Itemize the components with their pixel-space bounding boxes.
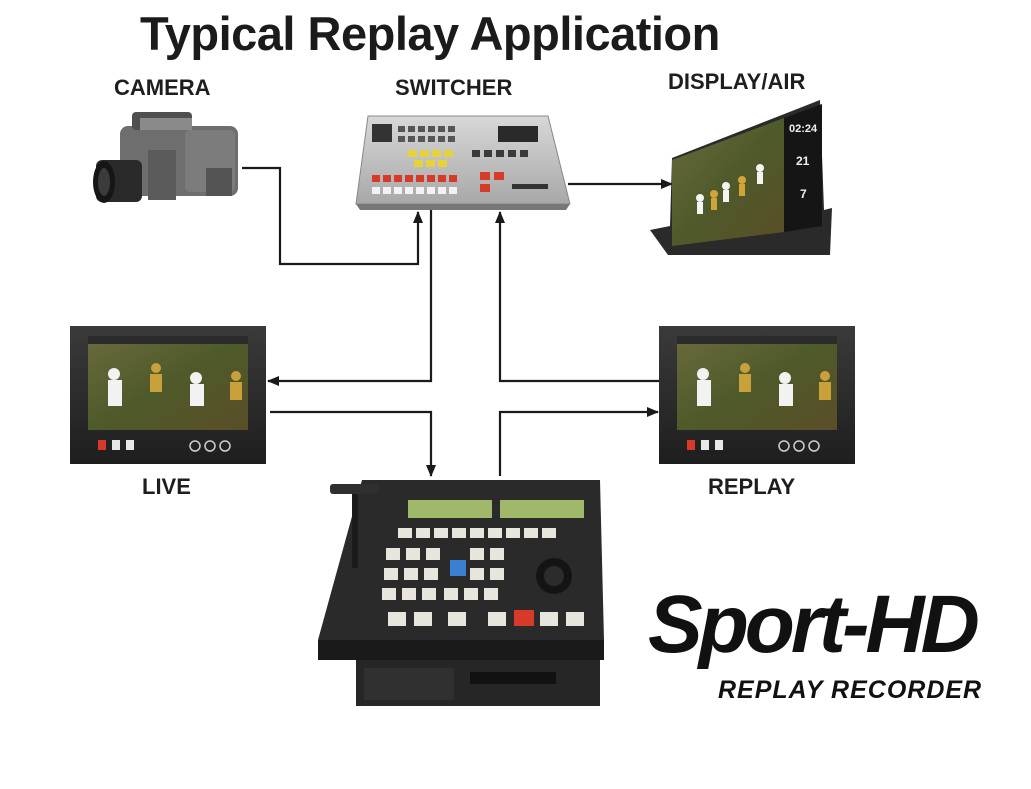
camera-icon [93,112,238,203]
display-score-2: 21 [796,154,810,168]
camera-to-switcher-line [242,166,423,266]
replay-monitor-icon [659,326,855,464]
display-score-1: 02:24 [789,123,818,135]
switcher-icon [355,115,571,210]
switcher-label: SWITCHER [395,75,513,100]
sport-hd-logo: Sport-HD [648,579,980,670]
replay-to-switcher-line [495,211,660,383]
camera-label: CAMERA [114,75,211,100]
live-to-recorder-line [270,410,436,477]
replay-label: REPLAY [708,474,796,499]
recorder-to-replay-line [498,407,659,476]
replay-recorder-tagline: REPLAY RECORDER [718,676,983,704]
replay-controller-icon [318,480,604,706]
display-score-3: 7 [800,187,807,201]
display-label: DISPLAY/AIR [668,69,806,94]
display-screen-icon: 02:24 21 7 [650,100,832,255]
diagram-title: Typical Replay Application [140,7,720,60]
live-monitor-icon [70,326,266,464]
live-label: LIVE [142,474,191,499]
switcher-to-live-line [267,210,433,386]
connection-lines [242,166,673,477]
